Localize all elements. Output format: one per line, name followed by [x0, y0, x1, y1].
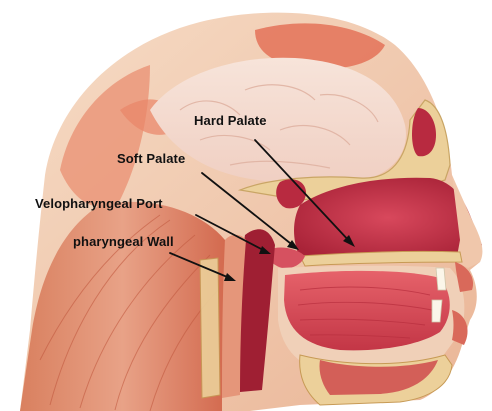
vertebra	[200, 258, 220, 398]
label-hard-palate: Hard Palate	[194, 113, 267, 128]
label-velopharyngeal-port: Velopharyngeal Port	[35, 196, 163, 211]
lower-incisor	[432, 300, 442, 322]
upper-incisor	[436, 268, 446, 290]
tongue	[284, 271, 450, 350]
label-pharyngeal-wall: pharyngeal Wall	[73, 234, 174, 249]
label-soft-palate: Soft Palate	[117, 151, 185, 166]
